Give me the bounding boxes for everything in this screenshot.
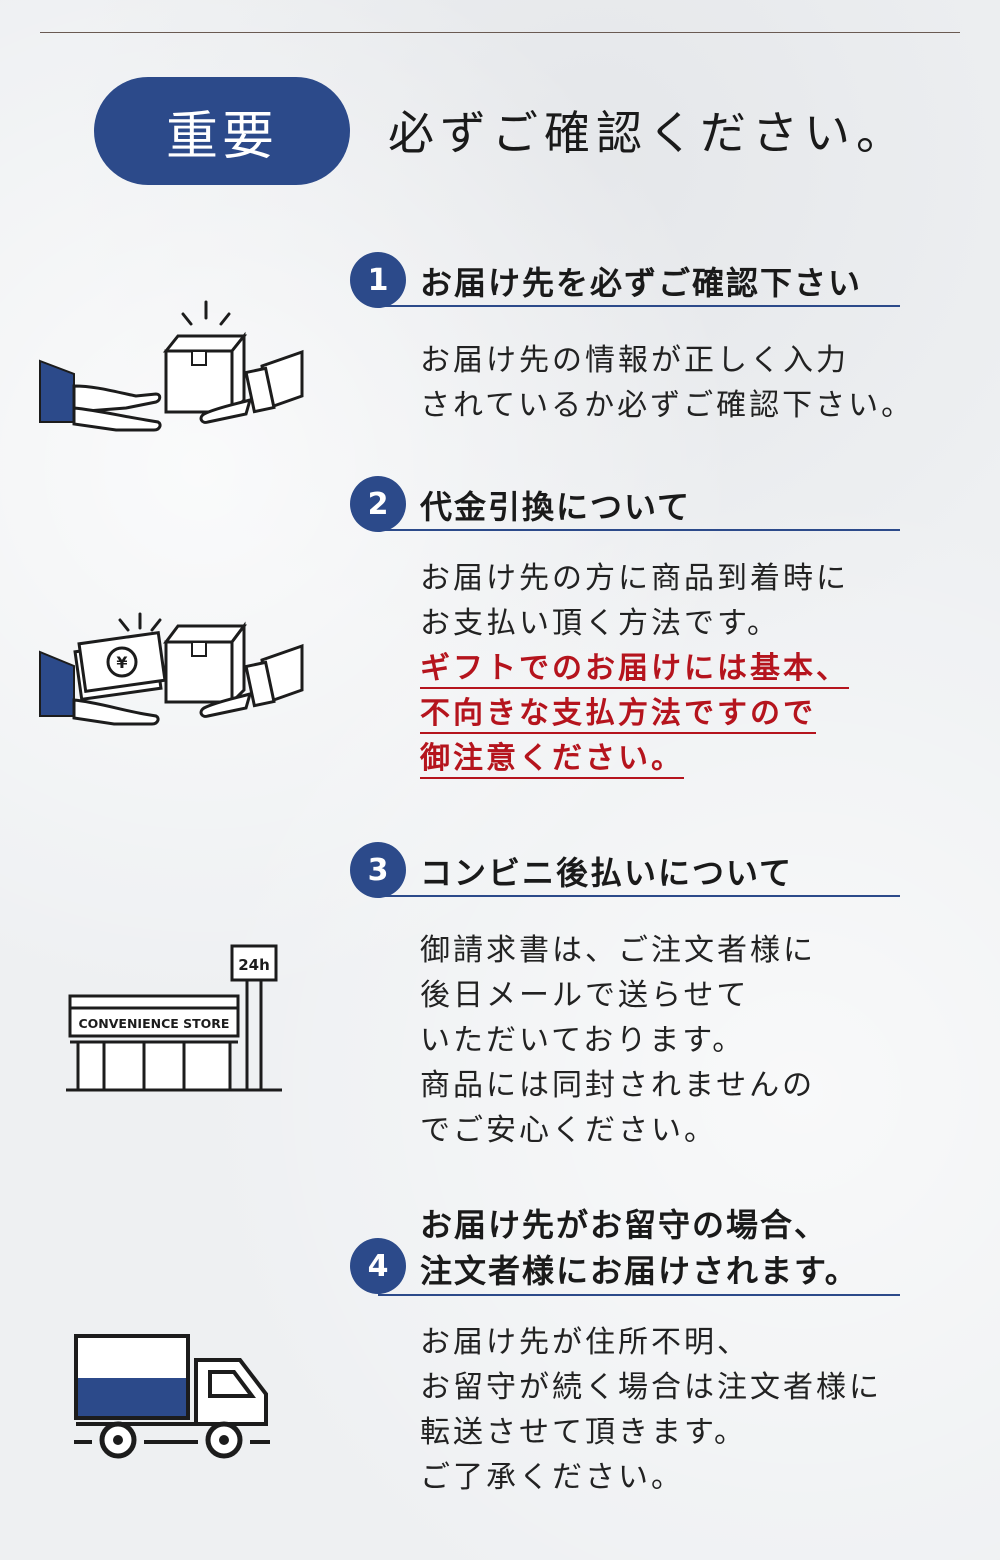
section-4-rule: [378, 1294, 900, 1296]
svg-text:CONVENIENCE STORE: CONVENIENCE STORE: [79, 1016, 230, 1031]
section-1-body: お届け先の情報が正しく入力 されているか必ずご確認下さい。: [420, 338, 914, 428]
delivery-truck-illustration: [74, 1334, 270, 1459]
section-2-title: 代金引換について: [420, 488, 692, 526]
section-3-line: 商品には同封されませんの: [420, 1068, 816, 1103]
section-2-number: 2: [350, 476, 406, 532]
section-4-title-line: お届け先がお留守の場合、: [420, 1206, 829, 1244]
store-hours-sign: 24h: [230, 944, 278, 1090]
section-3-body: 御請求書は、ご注文者様に 後日メールで送らせて いただいております。 商品には同…: [420, 928, 816, 1153]
section-3-number: 3: [350, 842, 406, 898]
section-4-line: ご了承ください。: [420, 1460, 684, 1495]
convenience-store-illustration: 24h CONVENIENCE STORE: [66, 944, 282, 1092]
section-2-rule: [378, 529, 900, 531]
section-4-body: お届け先が住所不明、 お留守が続く場合は注文者様に 転送させて頂きます。 ご了承…: [420, 1320, 882, 1500]
section-3-line: 後日メールで送らせて: [420, 978, 750, 1013]
section-1-line: されているか必ずご確認下さい。: [420, 388, 915, 423]
section-4-line: お留守が続く場合は注文者様に: [420, 1370, 882, 1405]
banknote-icon: ¥: [73, 630, 167, 702]
section-1-header: 1 お届け先を必ずご確認下さい: [350, 250, 900, 310]
truck-icon: [74, 1334, 270, 1459]
box-icon: [163, 621, 247, 706]
page-headline: 必ずご確認ください。: [388, 106, 908, 160]
section-2-line: お支払い頂く方法です。: [420, 606, 780, 641]
section-2-body: お届け先の方に商品到着時に お支払い頂く方法です。 ギフトでのお届けには基本、 …: [420, 556, 849, 781]
section-4-title: お届け先がお留守の場合、 注文者様にお届けされます。: [420, 1202, 859, 1294]
section-2-warning: 御注意ください。: [420, 736, 849, 781]
section-3-line: でご安心ください。: [420, 1113, 717, 1148]
section-2-warning: ギフトでのお届けには基本、: [420, 646, 849, 691]
section-1-number: 1: [350, 252, 406, 308]
section-4-line: 転送させて頂きます。: [420, 1415, 747, 1450]
section-3-rule: [378, 895, 900, 897]
section-4-line: お届け先が住所不明、: [420, 1325, 750, 1360]
svg-text:24h: 24h: [238, 956, 270, 974]
store-building-icon: CONVENIENCE STORE: [66, 994, 282, 1092]
section-1-rule: [378, 305, 900, 307]
section-3-line: いただいております。: [420, 1023, 746, 1058]
cash-on-delivery-illustration: ¥: [39, 612, 304, 726]
section-2-line: お届け先の方に商品到着時に: [420, 561, 849, 596]
section-2-warning: 不向きな支払方法ですので: [420, 691, 849, 736]
section-4-title-line: 注文者様にお届けされます。: [420, 1252, 859, 1290]
important-badge: 重要: [94, 77, 350, 185]
section-3-title: コンビニ後払いについて: [420, 854, 794, 892]
package-handover-illustration: [39, 300, 304, 432]
box-icon: [162, 331, 248, 416]
section-3-line: 御請求書は、ご注文者様に: [420, 933, 816, 968]
svg-text:¥: ¥: [116, 653, 127, 672]
section-1-title: お届け先を必ずご確認下さい: [420, 264, 863, 302]
section-2-header: 2 代金引換について: [350, 474, 900, 534]
top-divider: [40, 32, 960, 33]
section-4-number: 4: [350, 1238, 406, 1294]
section-3-header: 3 コンビニ後払いについて: [350, 840, 900, 900]
section-4-header: 4 お届け先がお留守の場合、 注文者様にお届けされます。: [350, 1196, 900, 1296]
section-1-line: お届け先の情報が正しく入力: [420, 343, 849, 378]
